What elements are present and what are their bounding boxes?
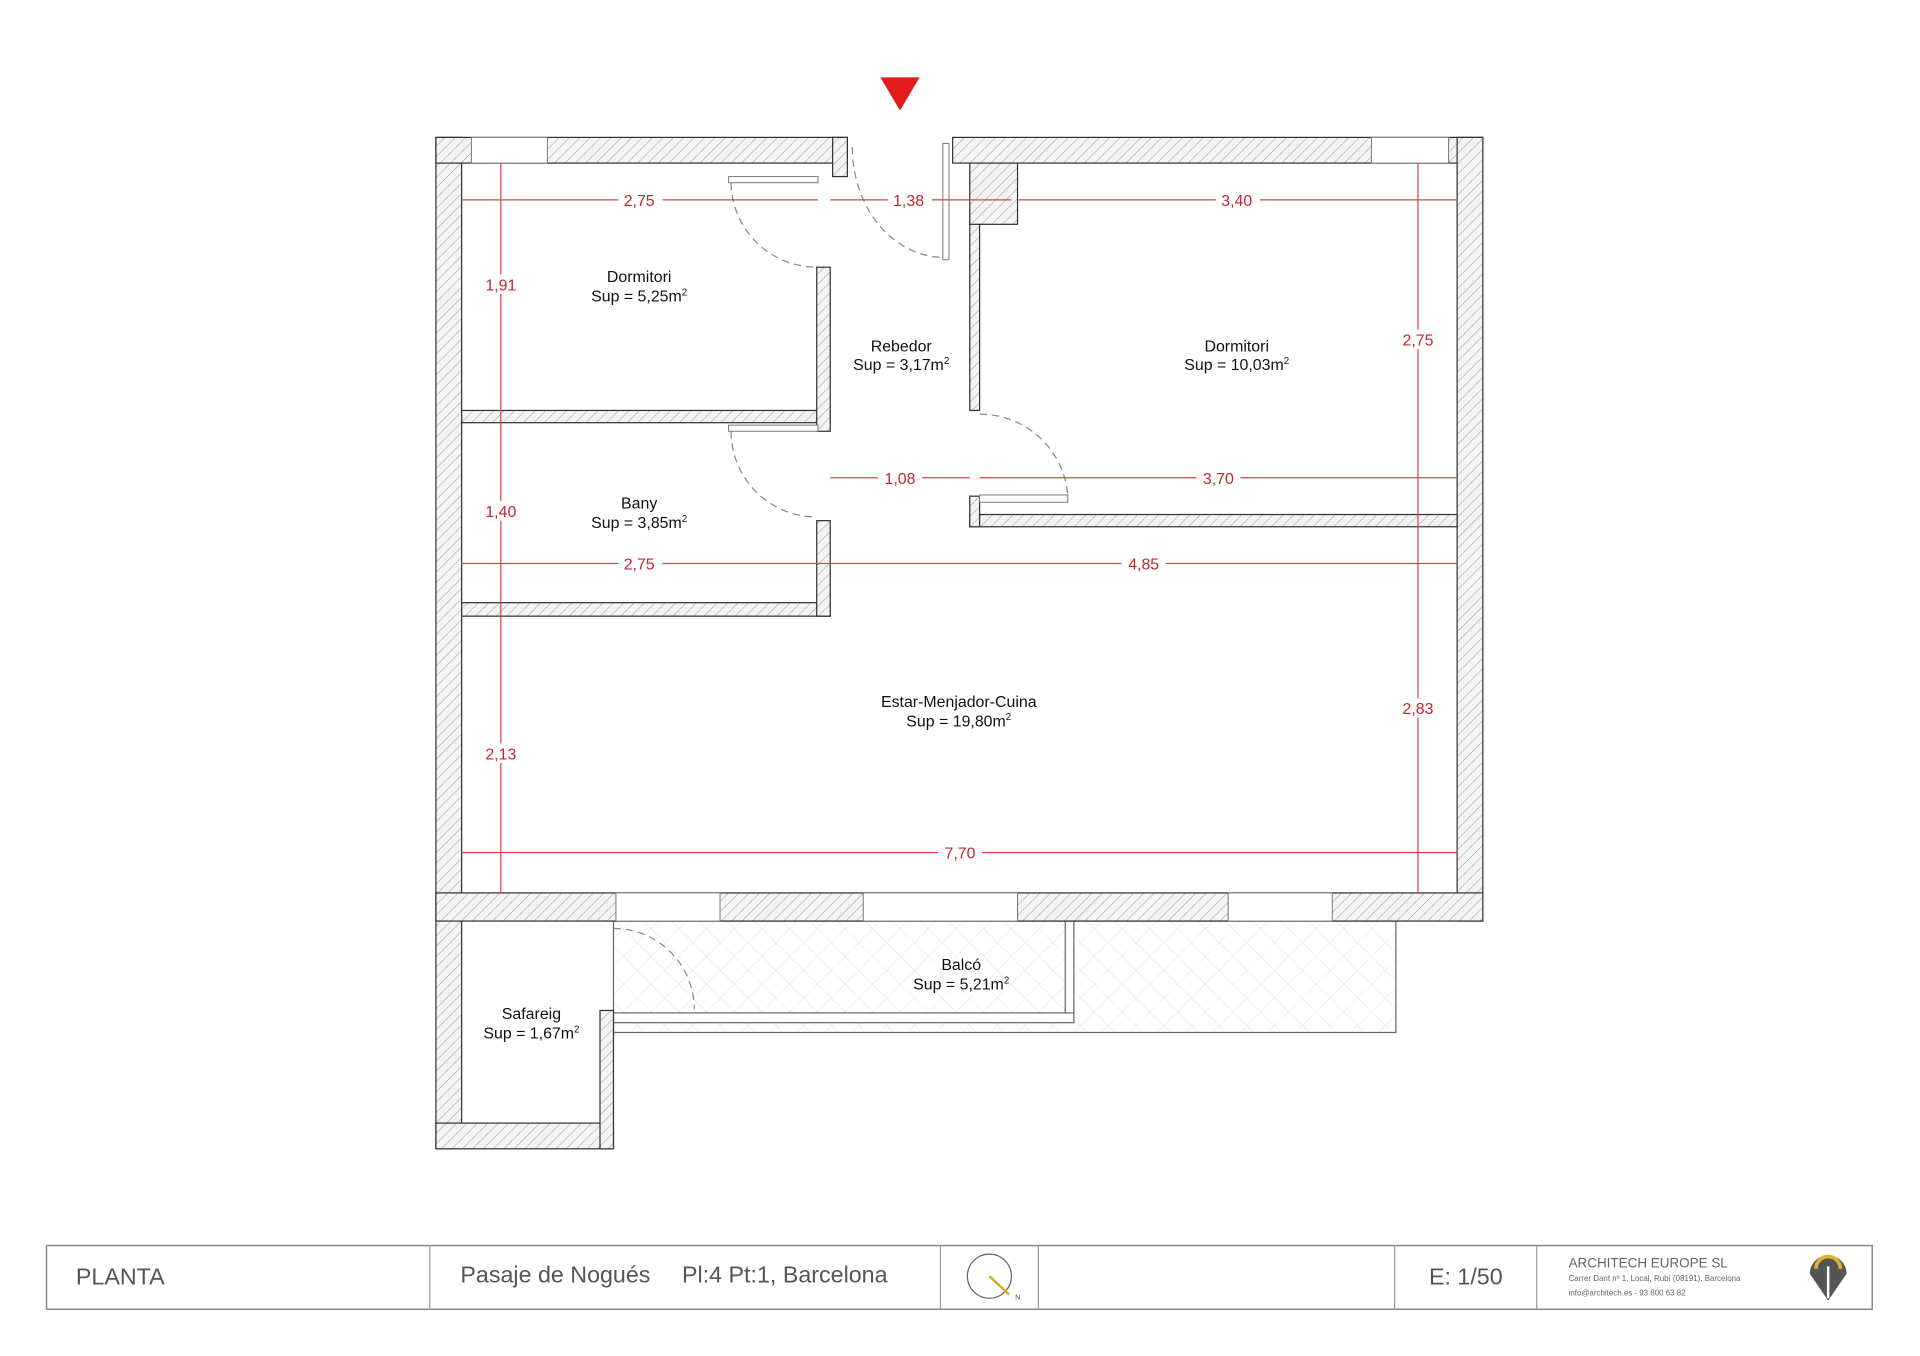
svg-text:Sup = 3,17m2: Sup = 3,17m2 — [853, 356, 949, 374]
company-logo-icon — [1809, 1254, 1847, 1301]
room-area-sup: 2 — [1004, 976, 1009, 987]
room-name: Bany — [621, 495, 657, 512]
room-area: Sup = 5,21m — [913, 977, 1004, 994]
svg-text:Sup = 19,80m2: Sup = 19,80m2 — [906, 712, 1011, 730]
scale-label: E: 1/50 — [1429, 1264, 1503, 1290]
room-area-sup: 2 — [944, 356, 949, 367]
room-name: Estar-Menjador-Cuina — [881, 694, 1037, 711]
dim-dormitori-width: 2,75 — [624, 193, 655, 210]
room-labels: Dormitori Sup = 5,25m2 Rebedor Sup = 3,1… — [483, 269, 1289, 1043]
unit-location: Pl:4 Pt:1, Barcelona — [682, 1261, 888, 1287]
sheet-title: PLANTA — [76, 1264, 165, 1290]
svg-text:Sup = 5,21m2: Sup = 5,21m2 — [913, 976, 1009, 994]
walls — [435, 136, 1484, 1150]
street-name: Pasaje de Nogués — [460, 1261, 650, 1287]
dim-rebedor-width: 1,38 — [893, 193, 924, 210]
dim-dormitori-height: 1,91 — [485, 277, 516, 294]
dim-living-height-left: 2,13 — [485, 746, 516, 763]
room-area: Sup = 3,17m — [853, 357, 944, 374]
dim-bany-width: 2,75 — [624, 557, 655, 574]
svg-text:Sup = 3,85m2: Sup = 3,85m2 — [591, 514, 687, 532]
room-area-sup: 2 — [1284, 356, 1289, 367]
room-area-sup: 2 — [682, 287, 687, 298]
company-contact: info@architech.es - 93 800 63 82 — [1569, 1289, 1687, 1298]
svg-text:Sup = 10,03m2: Sup = 10,03m2 — [1184, 356, 1289, 374]
dim-bany-height: 1,40 — [485, 504, 516, 521]
dim-dormitori2-width: 3,40 — [1221, 193, 1252, 210]
room-area: Sup = 3,85m — [591, 515, 682, 532]
dim-corridor-width: 1,08 — [885, 471, 916, 488]
room-area: Sup = 19,80m — [906, 713, 1005, 730]
dim-dormitori2-bottom: 3,70 — [1203, 471, 1234, 488]
room-area: Sup = 10,03m — [1184, 357, 1283, 374]
dim-living-height-right: 2,83 — [1402, 701, 1433, 718]
doors — [613, 143, 1069, 1010]
room-name: Safareig — [502, 1006, 561, 1023]
svg-text:Sup = 1,67m2: Sup = 1,67m2 — [483, 1024, 579, 1042]
room-name: Rebedor — [871, 339, 933, 356]
room-area-sup: 2 — [574, 1024, 579, 1035]
north-label: N — [1015, 1292, 1020, 1301]
room-area-sup: 2 — [1006, 712, 1011, 723]
title-block: PLANTA Pasaje de Nogués Pl:4 Pt:1, Barce… — [45, 1244, 1873, 1310]
room-name: Dormitori — [1204, 339, 1269, 356]
room-area: Sup = 1,67m — [483, 1026, 574, 1043]
north-compass-icon: N — [966, 1253, 1020, 1301]
dim-total-width: 7,70 — [945, 846, 976, 863]
dim-hall-width: 4,85 — [1128, 557, 1159, 574]
company-name: ARCHITECH EUROPE SL — [1569, 1256, 1729, 1271]
room-name: Dormitori — [607, 269, 672, 286]
entrance-marker — [880, 77, 920, 111]
dimension-labels: 2,75 1,38 3,40 1,91 2,75 1,08 3,70 1,40 … — [483, 190, 1436, 863]
room-name: Balcó — [941, 957, 981, 974]
company-address: Carrer Dant nº 1, Local, Rubí (08191), B… — [1569, 1274, 1741, 1283]
room-area: Sup = 5,25m — [591, 288, 682, 305]
svg-text:Sup = 5,25m2: Sup = 5,25m2 — [591, 287, 687, 305]
dim-dormitori2-height: 2,75 — [1402, 333, 1433, 350]
room-area-sup: 2 — [682, 514, 687, 525]
